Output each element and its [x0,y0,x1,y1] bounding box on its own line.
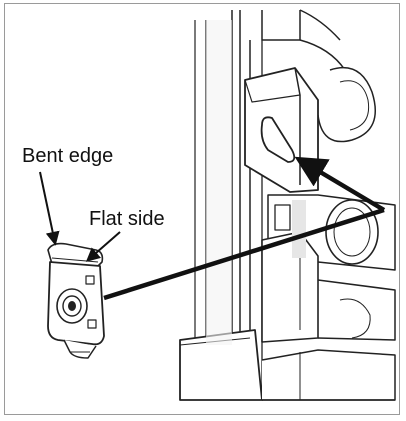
flat-side-label: Flat side [89,208,165,230]
assembly-line [103,207,385,301]
bent-edge-label: Bent edge [22,145,114,167]
flat-side-leader [85,231,121,262]
figure-frame [4,3,400,415]
mounting-bracket [179,9,396,401]
bent-edge-leader [39,171,60,246]
clip-part [47,242,105,359]
assembly-arrow [294,156,386,212]
